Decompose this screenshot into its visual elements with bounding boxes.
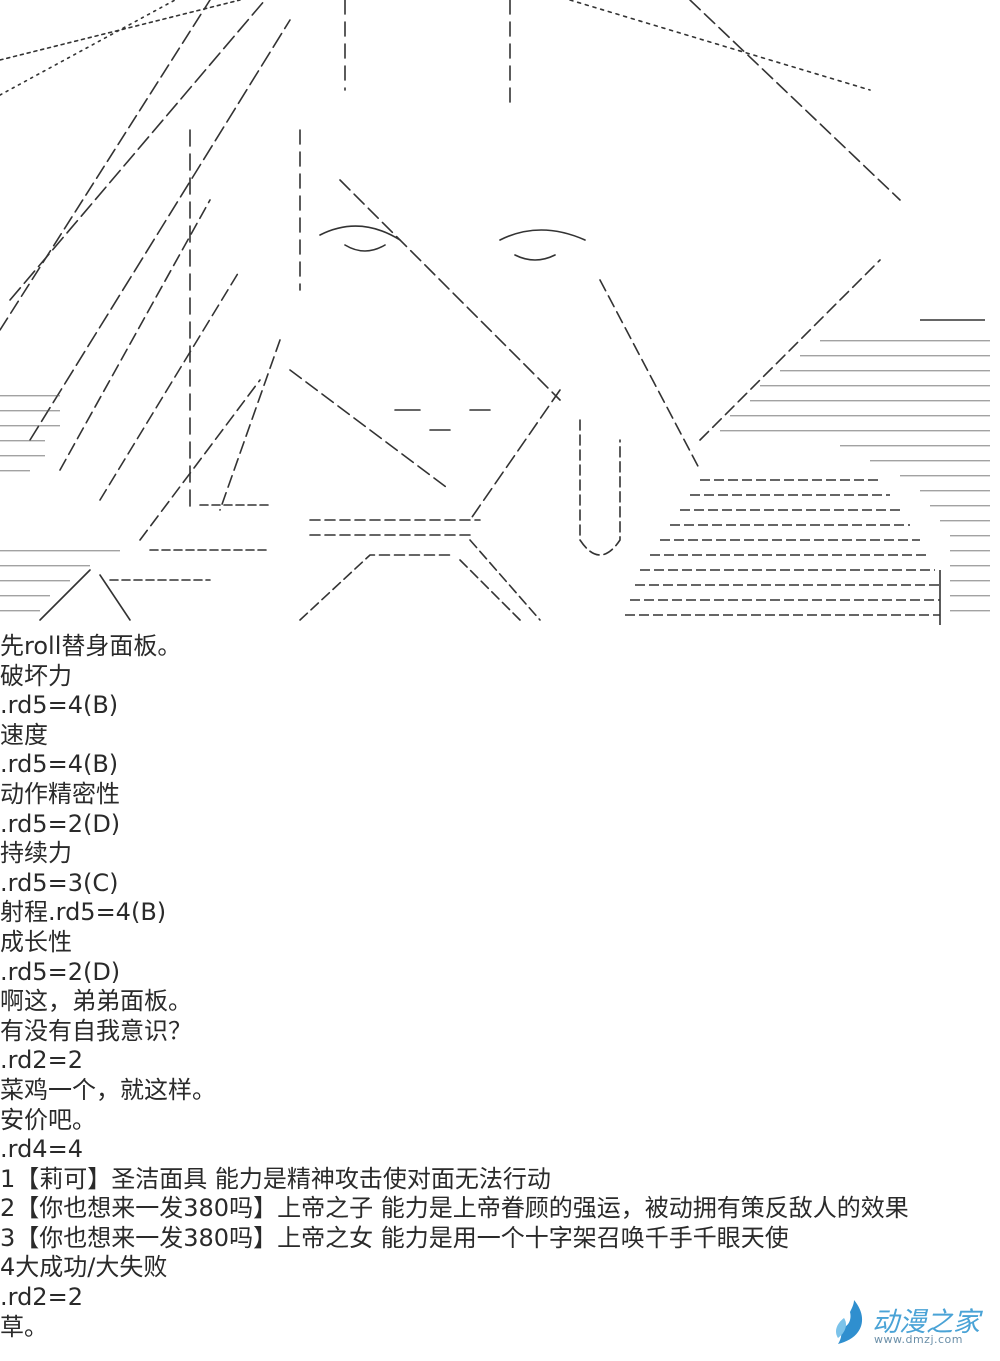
text-line: 4大成功/大失败 — [0, 1253, 168, 1282]
text-line: 菜鸡一个，就这样。 — [0, 1075, 216, 1104]
text-line: .rd5=4(B) — [0, 691, 119, 720]
text-line: 2【你也想来一发380吗】上帝之子 能力是上帝眷顾的强运，被动拥有策反敌人的效果 — [0, 1194, 909, 1223]
text-line: 成长性 — [0, 927, 72, 956]
text-line: 啊这，弟弟面板。 — [0, 987, 192, 1016]
text-line: 射程.rd5=4(B) — [0, 898, 167, 927]
text-line: .rd2=2 — [0, 1283, 83, 1312]
ascii-art-illustration — [0, 0, 990, 625]
text-line: 有没有自我意识？ — [0, 1016, 192, 1045]
text-line: .rd5=2(D) — [0, 957, 121, 986]
text-line: .rd4=4 — [0, 1135, 83, 1164]
flame-logo-icon — [836, 1300, 863, 1344]
text-line: 1【莉可】圣洁面具 能力是精神攻击使对面无法行动 — [0, 1164, 551, 1193]
text-line: 先roll替身面板。 — [0, 632, 182, 660]
post-text: 先roll替身面板。 破坏力 .rd5=4(B) 速度 .rd5=4(B) 动作… — [0, 632, 990, 1342]
text-line: .rd5=2(D) — [0, 809, 121, 838]
text-line: 破坏力 — [0, 661, 72, 690]
watermark-name: 动漫之家 — [872, 1307, 980, 1338]
watermark-url: www.dmzj.com — [874, 1333, 963, 1346]
text-line: 安价吧。 — [0, 1105, 96, 1134]
text-line: 动作精密性 — [0, 779, 120, 808]
text-line: 持续力 — [0, 839, 72, 868]
text-line: .rd2=2 — [0, 1046, 83, 1075]
text-line: 速度 — [0, 720, 48, 749]
text-line: .rd5=4(B) — [0, 750, 119, 779]
site-watermark: 动漫之家 www.dmzj.com — [830, 1298, 990, 1353]
text-line: 3【你也想来一发380吗】上帝之女 能力是用一个十字架召唤千手千眼天使 — [0, 1223, 789, 1252]
text-line: 草。 — [0, 1312, 48, 1341]
text-line: .rd5=3(C) — [0, 868, 119, 897]
